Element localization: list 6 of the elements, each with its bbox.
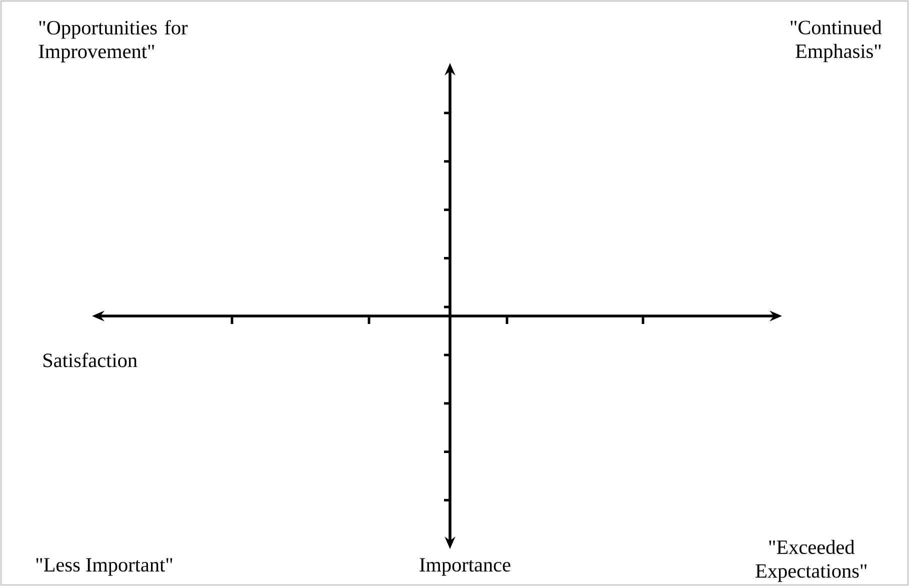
quadrant-label: "Continued Emphasis": [790, 20, 882, 62]
quadrant-label: "Exceeded Expectations": [756, 540, 866, 582]
quadrant-label: Importance: [420, 558, 510, 576]
quadrant-label: "Opportunities for Improvement": [38, 20, 188, 62]
quadrant-label: "Less Important": [36, 558, 172, 576]
quadrant-label: Satisfaction: [43, 352, 138, 368]
